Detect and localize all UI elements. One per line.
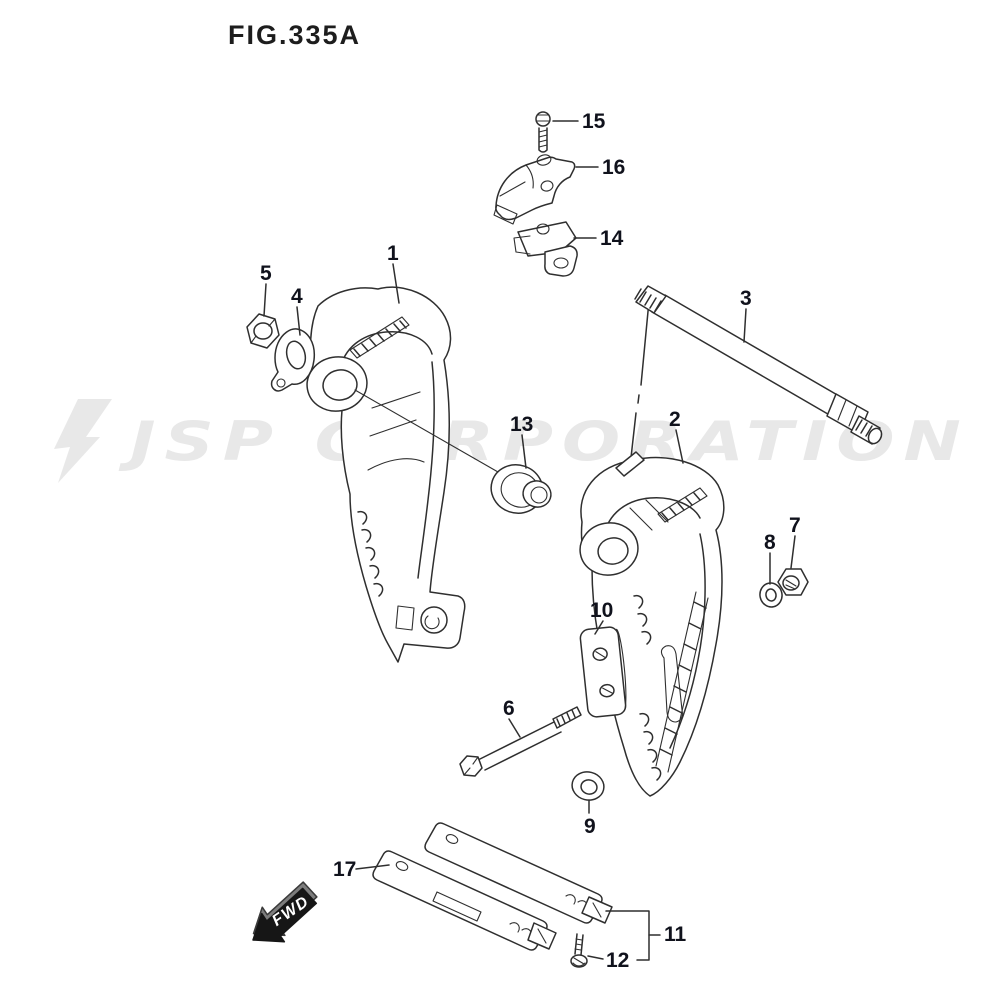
part-label-2: 2 [669,408,681,431]
part-label-10: 10 [590,599,614,622]
part-label-13: 13 [510,413,534,436]
part-10-plate [580,626,630,718]
part-5-nut [247,314,279,348]
part-6-bolt [460,707,581,776]
part-label-3: 3 [740,287,752,310]
part-17-clamp-plate [373,851,556,950]
part-label-14: 14 [600,227,624,250]
part-13-bushing [485,458,554,520]
part-12-screw [571,934,587,967]
part-16-cover-plate [494,153,575,224]
part-label-1: 1 [387,242,399,265]
hole-to-bushing-line [355,390,498,472]
leader-lines [264,121,795,960]
part-label-17: 17 [333,858,357,881]
part-label-16: 16 [602,156,626,179]
part-7-nut [778,569,808,595]
part-label-8: 8 [764,531,776,554]
part-9-washer [569,769,607,804]
part-8-washer [758,581,785,609]
shaft-centerline [621,301,649,536]
figure-title: FIG.335A [228,20,362,50]
part-11-clamp-plate [425,823,612,923]
part-1-clamp-bracket-left [303,287,465,662]
part-label-6: 6 [503,697,515,720]
part-label-5: 5 [260,262,272,285]
bracket-right-serrations [634,596,661,780]
part-label-11: 11 [664,923,687,946]
part-label-9: 9 [584,815,596,838]
part-4-gasket [272,329,315,391]
part-15-bolt [536,112,550,152]
part-label-4: 4 [291,285,303,308]
bracket-left-serrations [358,512,383,596]
fwd-arrow-icon: FWD [241,879,328,956]
part-label-7: 7 [789,514,801,537]
part-label-15: 15 [582,110,606,133]
part-label-12: 12 [606,949,630,972]
part-2-clamp-bracket-right [576,452,724,796]
part-14-cover-plate [514,222,577,276]
part-3-clamp-shaft [635,286,884,446]
